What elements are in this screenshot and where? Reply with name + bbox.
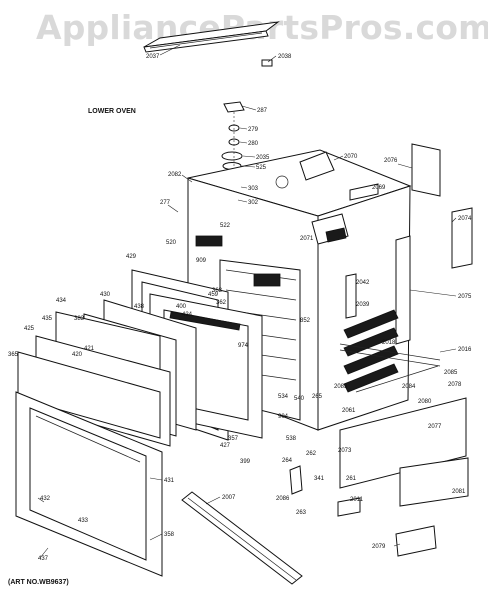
part-label: 2073 xyxy=(338,448,352,454)
side-shield-part xyxy=(411,143,441,197)
part-label: 538 xyxy=(286,436,297,442)
part-label: 279 xyxy=(248,127,259,133)
part-label: 534 xyxy=(278,394,289,400)
part-label: 430 xyxy=(100,292,111,298)
part-label: 261 xyxy=(346,476,357,482)
part-label: 263 xyxy=(296,510,307,516)
leader-lines xyxy=(37,44,457,559)
part-label: 357 xyxy=(228,436,239,442)
vent-grille-part xyxy=(181,491,303,585)
part-label: 400 xyxy=(176,304,187,310)
part-label: 2074 xyxy=(458,216,472,222)
top-trim-part xyxy=(143,21,280,53)
part-label: 2078 xyxy=(448,382,462,388)
part-label: 2011 xyxy=(350,497,364,503)
part-label: 424 xyxy=(182,312,193,318)
part-label: 2084 xyxy=(402,384,416,390)
part-label: 2079 xyxy=(372,544,386,550)
part-label: 399 xyxy=(240,459,251,465)
part-label: 2086 xyxy=(276,496,290,502)
part-label: 2007 xyxy=(222,495,236,501)
hinge-part xyxy=(345,273,357,319)
part-label: 362 xyxy=(216,300,227,306)
part-label: 425 xyxy=(24,326,35,332)
part-label: 2077 xyxy=(428,424,442,430)
part-label: 2039 xyxy=(356,302,370,308)
part-label: 365 xyxy=(8,352,19,358)
part-label: 421 xyxy=(84,346,95,352)
part-label: 459 xyxy=(208,292,219,298)
part-label: 522 xyxy=(220,223,231,229)
part-label: 2083 xyxy=(334,384,348,390)
part-label: 277 xyxy=(160,200,171,206)
part-label: 302 xyxy=(248,200,259,206)
part-label: 341 xyxy=(314,476,325,482)
part-label: 2016 xyxy=(458,347,472,353)
part-label: 432 xyxy=(40,496,51,502)
part-label: 904 xyxy=(278,414,289,420)
heating-elements xyxy=(339,309,441,393)
part-label: 434 xyxy=(56,298,67,304)
part-label: 2071 xyxy=(300,236,314,242)
part-label: 852 xyxy=(300,318,311,324)
foot-part xyxy=(395,525,437,557)
part-label: 2018 xyxy=(382,340,396,346)
part-label: 2037 xyxy=(146,54,160,60)
part-label: 431 xyxy=(164,478,175,484)
part-label: 429 xyxy=(126,254,137,260)
door-trim-part xyxy=(17,351,161,439)
part-number-labels: 2037 2038 287 279 280 2035 525 303 302 2… xyxy=(8,54,472,562)
part-label: 2069 xyxy=(372,185,386,191)
part-label: 437 xyxy=(38,556,49,562)
part-label: 427 xyxy=(220,443,231,449)
part-label: 438 xyxy=(134,304,145,310)
part-label: 433 xyxy=(78,518,89,524)
part-label: 2081 xyxy=(452,489,466,495)
side-trim-part xyxy=(395,235,411,345)
part-label: 265 xyxy=(312,394,323,400)
part-label: 540 xyxy=(294,396,305,402)
part-label: 525 xyxy=(256,165,267,171)
part-label: 2075 xyxy=(458,294,472,300)
part-label: 2070 xyxy=(344,154,358,160)
bracket-part xyxy=(349,183,379,201)
part-label: 363 xyxy=(212,288,223,294)
section-label: LOWER OVEN xyxy=(88,108,136,115)
part-label: 2035 xyxy=(256,155,270,161)
part-label: 303 xyxy=(248,186,259,192)
part-label: 2076 xyxy=(384,158,398,164)
part-label: 358 xyxy=(164,532,175,538)
part-label: 520 xyxy=(166,240,177,246)
outer-door-part xyxy=(15,391,163,577)
part-label: 909 xyxy=(196,258,207,264)
drawer-front-part xyxy=(399,457,469,507)
part-label: 287 xyxy=(257,108,268,114)
part-label: 280 xyxy=(248,141,259,147)
part-label: 2038 xyxy=(278,54,292,60)
part-label: 2082 xyxy=(168,172,182,178)
part-label: 383 xyxy=(74,316,85,322)
part-label: 420 xyxy=(72,352,83,358)
part-label: 2061 xyxy=(342,408,356,414)
part-label: 264 xyxy=(282,458,293,464)
clip-part xyxy=(261,59,273,67)
clip-part xyxy=(337,497,361,517)
kick-panel-part xyxy=(339,397,467,489)
part-label: 2080 xyxy=(418,399,432,405)
part-label: 435 xyxy=(42,316,53,322)
art-number: (ART NO.WB9637) xyxy=(8,579,69,586)
part-label: 2085 xyxy=(444,370,458,376)
bracket-part xyxy=(289,465,303,495)
part-label: 262 xyxy=(306,451,317,457)
part-label: 2042 xyxy=(356,280,370,286)
part-label: 974 xyxy=(238,343,249,349)
rear-panel-part xyxy=(451,207,473,269)
